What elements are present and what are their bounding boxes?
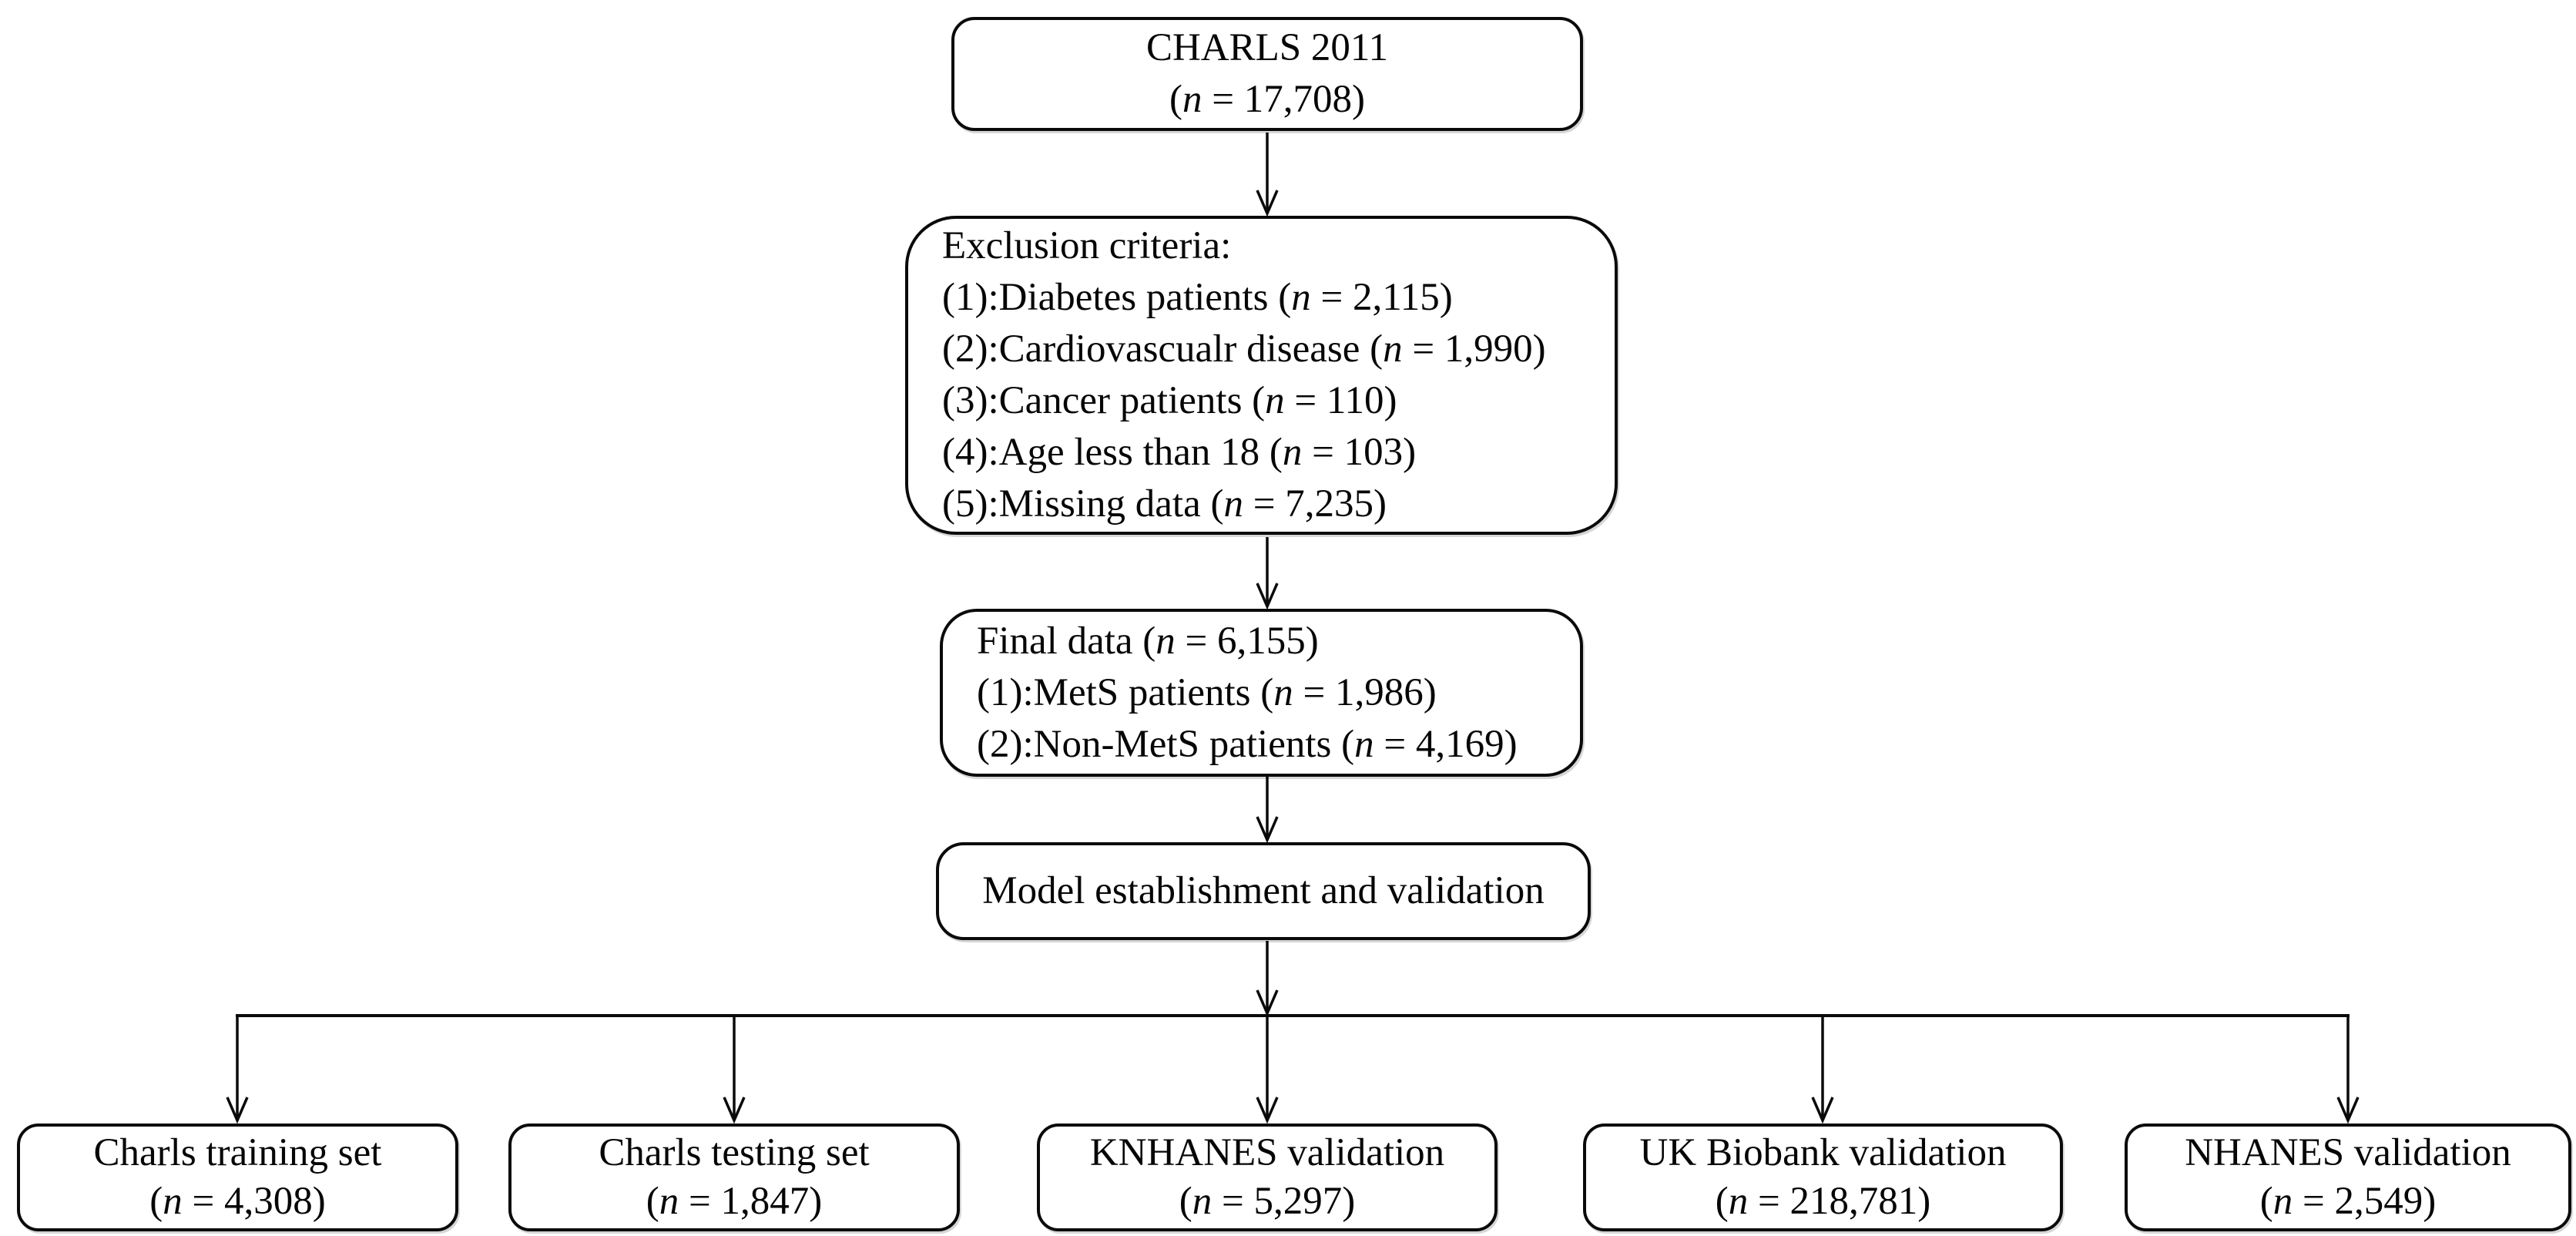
text-line: (5):Missing data (n = 7,235) — [942, 482, 1387, 526]
node-charls-2011: CHARLS 2011 (n = 17,708) — [951, 17, 1583, 131]
node-uk-biobank-validation: UK Biobank validation (n = 218,781) — [1583, 1123, 2063, 1231]
text-line: Charls training set — [93, 1131, 382, 1174]
text-line: (4):Age less than 18 (n = 103) — [942, 431, 1417, 474]
text-line: UK Biobank validation — [1639, 1131, 2007, 1174]
text-line: (2):Non-MetS patients (n = 4,169) — [977, 722, 1518, 766]
text-line: (n = 5,297) — [1179, 1180, 1356, 1223]
branch-testing-head — [723, 1097, 746, 1124]
branch-knhanes-head — [1256, 1097, 1279, 1124]
text-line: (n = 2,549) — [2259, 1180, 2437, 1223]
branch-nhanes-head — [2336, 1097, 2360, 1124]
text-line: (n = 218,781) — [1715, 1180, 1931, 1223]
text-line: (2):Cardiovascualr disease (n = 1,990) — [942, 327, 1546, 371]
arrow-final-to-model-head — [1256, 816, 1279, 844]
text-line: Charls testing set — [599, 1131, 870, 1174]
node-knhanes-validation: KNHANES validation (n = 5,297) — [1037, 1123, 1498, 1231]
node-model-establishment: Model establishment and validation — [936, 842, 1591, 940]
node-nhanes-validation: NHANES validation (n = 2,549) — [2125, 1123, 2571, 1231]
node-charls-testing-set: Charls testing set (n = 1,847) — [508, 1123, 960, 1231]
text-line: (n = 1,847) — [646, 1180, 823, 1223]
text-line: CHARLS 2011 — [1145, 26, 1389, 69]
arrow-model-to-bar-head — [1256, 989, 1279, 1017]
text-line: (n = 17,708) — [1169, 78, 1365, 121]
text-line: (1):MetS patients (n = 1,986) — [977, 670, 1437, 714]
text-line: (3):Cancer patients (n = 110) — [942, 379, 1397, 422]
node-final-data: Final data (n = 6,155) (1):MetS patients … — [940, 609, 1583, 777]
node-exclusion-criteria: Exclusion criteria: (1):Diabetes patients… — [905, 216, 1618, 535]
branch-training-head — [226, 1097, 249, 1124]
arrow-exclusion-to-final-head — [1256, 583, 1279, 610]
arrow-charls-to-exclusion-head — [1256, 190, 1279, 217]
text-line: (n = 4,308) — [149, 1180, 326, 1223]
text-line: Model establishment and validation — [982, 869, 1545, 912]
text-line: NHANES validation — [2185, 1131, 2511, 1174]
text-line: Exclusion criteria: — [942, 224, 1232, 267]
branch-ukbiobank-head — [1811, 1097, 1834, 1124]
node-charls-training-set: Charls training set (n = 4,308) — [17, 1123, 458, 1231]
text-line: KNHANES validation — [1089, 1131, 1445, 1174]
text-line: Final data (n = 6,155) — [977, 619, 1319, 663]
text-line: (1):Diabetes patients (n = 2,115) — [942, 276, 1453, 319]
